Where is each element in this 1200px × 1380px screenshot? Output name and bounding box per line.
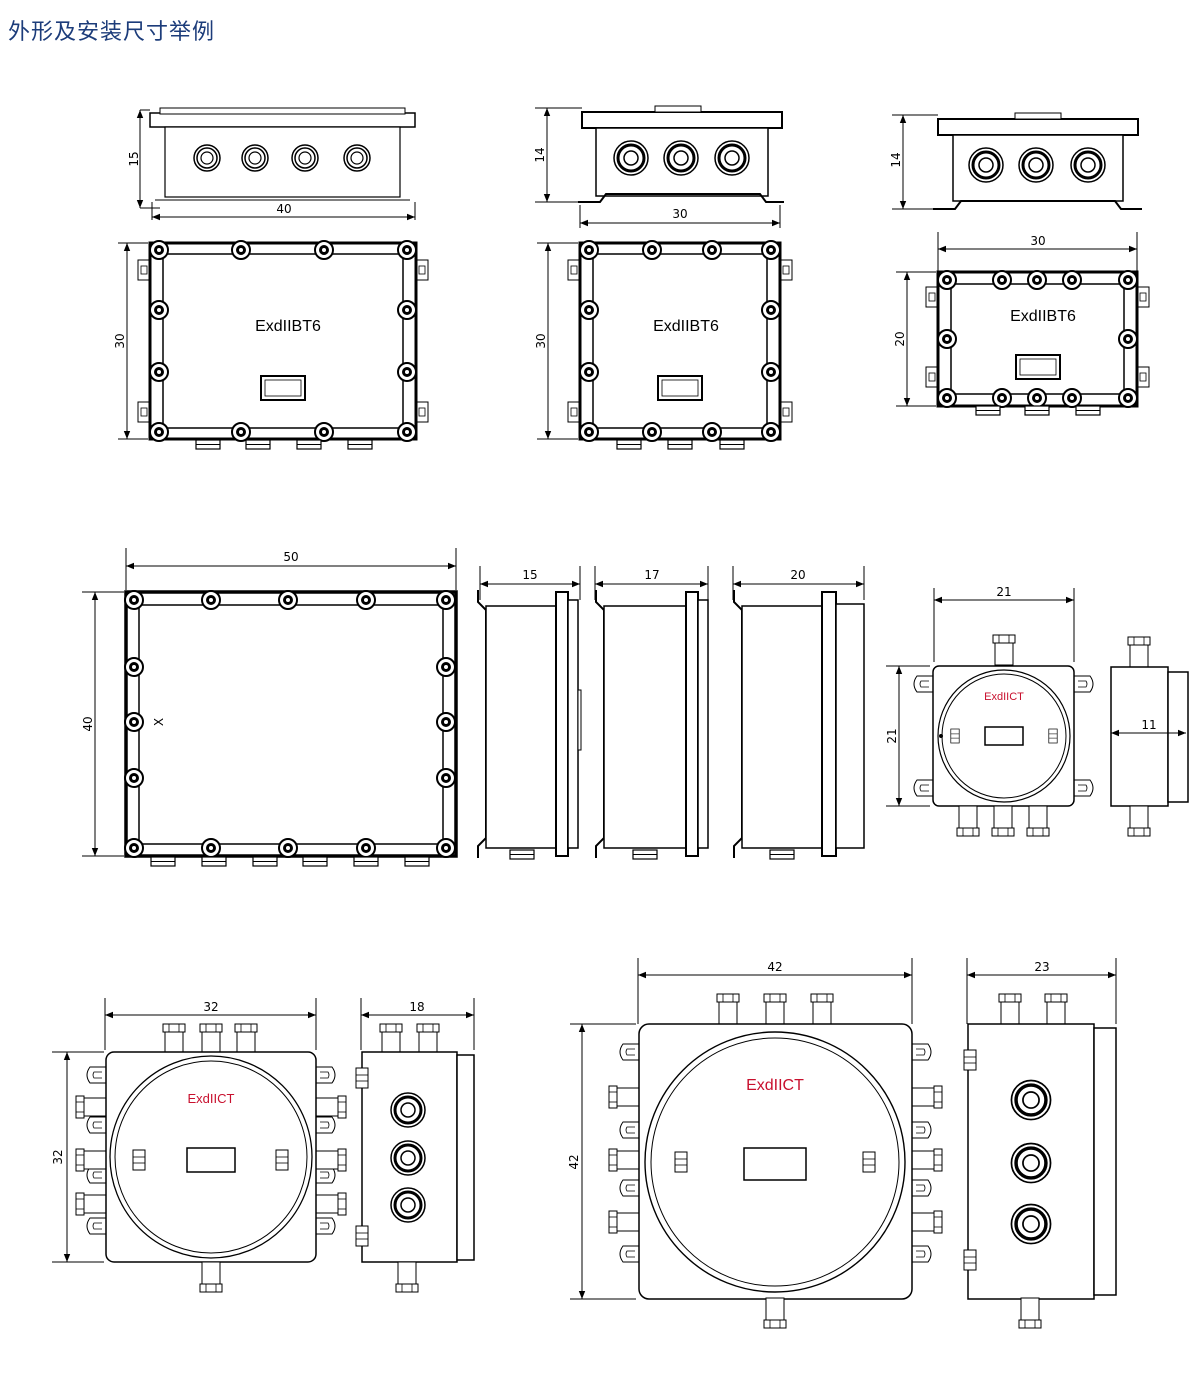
dim-a-front-height: 30 [113, 333, 127, 348]
dim-round-small-side: 11 [1141, 718, 1156, 732]
page-title: 外形及安装尺寸举例 [8, 20, 216, 45]
marking-big: ExdIICT [746, 1077, 804, 1094]
dim-c-side-height: 14 [889, 152, 903, 167]
dim-medium-side: 18 [409, 1000, 424, 1014]
dim-medium-height: 32 [51, 1149, 65, 1164]
dim-a-side-height: 15 [127, 151, 141, 166]
dim-c-front-width: 30 [1030, 234, 1045, 248]
dim-medium-width: 32 [203, 1000, 218, 1014]
dim-b-side-width: 30 [672, 207, 687, 221]
enclosure-round-small-front-view: 21 ExdIICT 21 [885, 585, 1094, 837]
dim-b-front-height: 30 [534, 333, 548, 348]
dim-large-height: 40 [81, 716, 95, 731]
dim-round-small-height: 21 [885, 728, 899, 743]
enclosure-round-small-side-view: 11 [1110, 636, 1189, 837]
enclosure-medium-side-view: 18 [355, 998, 475, 1293]
dim-side-depth-1: 15 [522, 568, 537, 582]
marking-b: ExdIIBT6 [653, 318, 719, 335]
marking-round-small: ExdIICT [984, 691, 1024, 703]
side-view-depth-1: 15 [477, 566, 582, 860]
dim-large-width: 50 [283, 550, 298, 564]
enclosure-a-side-view: 15 40 [127, 107, 416, 221]
dim-big-height: 42 [567, 1154, 581, 1169]
enclosure-c-front-view: 30 ExdIIBT6 20 [893, 232, 1150, 416]
dim-side-depth-2: 17 [644, 568, 659, 582]
dim-b-side-height: 14 [533, 147, 547, 162]
enclosure-medium-front-view: 32 ExdIICT 32 [51, 998, 347, 1293]
marker-x: X [152, 718, 166, 726]
side-view-depth-3: 20 [732, 566, 865, 860]
enclosure-big-front-view: 42 ExdIICT 42 [567, 958, 943, 1329]
dim-side-depth-3: 20 [790, 568, 805, 582]
marking-c: ExdIIBT6 [1010, 308, 1076, 325]
side-view-depth-2: 17 [594, 566, 709, 860]
enclosure-c-side-view: 14 [889, 112, 1142, 210]
dim-round-small-width: 21 [996, 585, 1011, 599]
enclosure-b-side-view: 14 30 [533, 105, 784, 228]
dim-a-side-width: 40 [276, 202, 291, 216]
enclosure-big-side-view: 23 [963, 958, 1117, 1329]
dim-big-width: 42 [767, 960, 782, 974]
dim-c-front-height: 20 [893, 331, 907, 346]
marking-medium: ExdIICT [188, 1091, 235, 1106]
marking-a: ExdIIBT6 [255, 318, 321, 335]
dim-big-side: 23 [1034, 960, 1049, 974]
enclosure-b-front-view: ExdIIBT6 30 [534, 240, 793, 450]
enclosure-large-front-view: 50 X 40 [81, 548, 458, 867]
enclosure-a-front-view: ExdIIBT6 30 [113, 240, 429, 450]
